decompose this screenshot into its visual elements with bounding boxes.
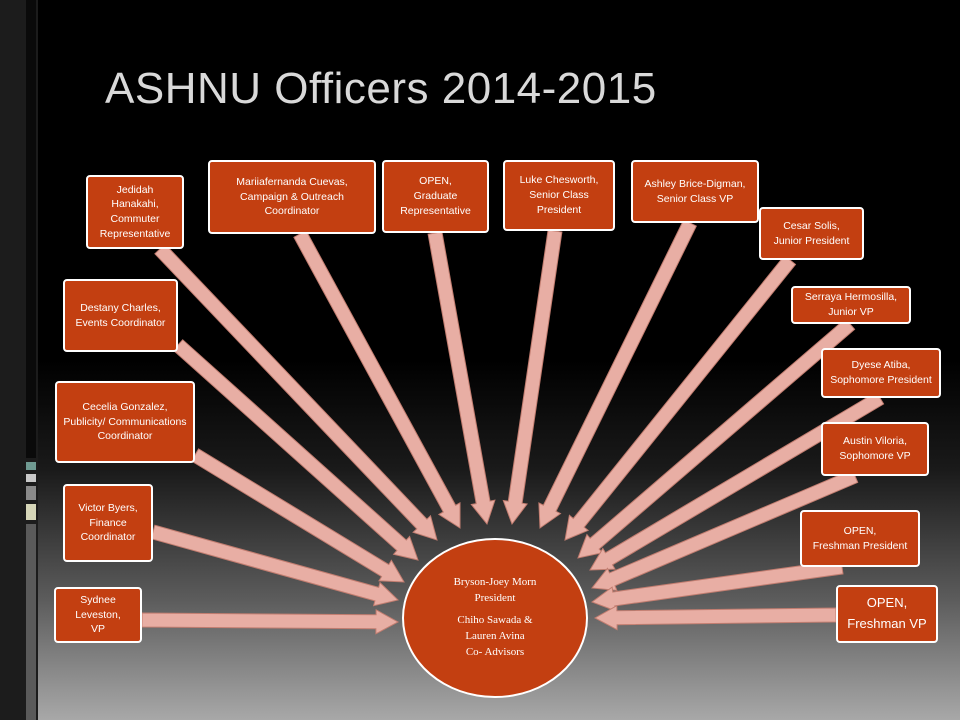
- officer-text: Cesar Solis,: [783, 219, 840, 232]
- strip-bar-lower: [26, 524, 36, 720]
- arrow-connector-0: [141, 608, 400, 635]
- officer-text: Commuter Representative: [99, 213, 171, 240]
- president-role: President: [474, 592, 516, 605]
- advisor-role: Co- Advisors: [465, 645, 525, 658]
- officer-box-austin-viloria: Austin Viloria, Sophomore VP: [821, 422, 929, 476]
- officer-box-ashley-brice-digman: Ashley Brice-Digman, Senior Class VP: [631, 160, 759, 223]
- officer-text: Destany Charles,: [80, 301, 161, 314]
- officer-text: Freshman President: [812, 539, 908, 552]
- arrow-connector-8: [538, 219, 697, 529]
- arrow-connector-9: [564, 254, 797, 541]
- officer-text: Luke Chesworth, Senior Class President: [519, 174, 599, 216]
- strip-bar-light: [26, 474, 36, 482]
- officer-box-luke-chesworth: Luke Chesworth, Senior Class President: [503, 160, 615, 231]
- officer-box-cecelia-gonzalez: Cecelia Gonzalez, Publicity/ Communicati…: [55, 381, 195, 463]
- officer-text: VP: [90, 623, 105, 636]
- officer-text: Jedidah Hanakahi,: [111, 183, 159, 211]
- arrow-connector-3: [172, 339, 419, 561]
- officer-text: Serraya Hermosilla, Junior VP: [804, 291, 898, 318]
- arrow-connector-7: [502, 229, 563, 526]
- arrow-connector-5: [293, 230, 461, 529]
- officer-box-freshman-president: OPEN, Freshman President: [800, 510, 920, 567]
- arrow-connector-12: [591, 468, 859, 591]
- officer-box-mariiafernanda-cuevas: Mariiafernanda Cuevas, Campaign & Outrea…: [208, 160, 376, 234]
- officer-box-dyese-atiba: Dyese Atiba, Sophomore President: [821, 348, 941, 398]
- arrow-connector-6: [427, 231, 496, 526]
- strip-bar-tan: [26, 504, 36, 520]
- officer-text: Junior President: [773, 234, 850, 247]
- officer-text: OPEN,: [866, 595, 908, 611]
- officer-text: OPEN,: [843, 524, 877, 537]
- officer-box-graduate-rep: OPEN, Graduate Representative: [382, 160, 489, 233]
- arrow-connector-2: [190, 448, 405, 583]
- officer-box-victor-byers: Victor Byers, Finance Coordinator: [63, 484, 153, 562]
- page-title: ASHNU Officers 2014-2015: [105, 64, 657, 113]
- president-name: Bryson-Joey Morn: [453, 576, 537, 589]
- officer-text: Campaign & Outreach Coordinator: [240, 190, 344, 218]
- officer-text: Ashley Brice-Digman,: [644, 177, 746, 190]
- officer-text: Dyese Atiba, Sophomore President: [830, 359, 932, 386]
- strip-bar-teal: [26, 462, 36, 470]
- officer-text: Events Coordinator: [75, 316, 166, 329]
- officer-box-destany-charles: Destany Charles, Events Coordinator: [63, 279, 178, 352]
- officer-text: Graduate Representative: [400, 190, 471, 217]
- officer-box-jedidah-hanakahi: Jedidah Hanakahi, Commuter Representativ…: [86, 175, 184, 249]
- arrow-connector-10: [577, 317, 856, 559]
- left-decoration-strip: [0, 0, 38, 720]
- advisor-names: Lauren Avina: [465, 629, 525, 642]
- strip-bar-gray: [26, 486, 36, 500]
- officer-text: Sydnee Leveston,: [75, 593, 121, 621]
- arrow-connector-13: [590, 559, 844, 612]
- arrow-connector-4: [154, 243, 438, 541]
- officer-text: Cecelia Gonzalez, Publicity/ Communicati…: [63, 400, 187, 443]
- strip-bar-dark: [26, 0, 36, 458]
- officer-box-serraya-hermosilla: Serraya Hermosilla, Junior VP: [791, 286, 911, 324]
- officer-text: Senior Class VP: [656, 192, 734, 205]
- officer-text: OPEN,: [419, 175, 452, 188]
- officer-text: Freshman VP: [847, 616, 927, 631]
- officer-text: Victor Byers, Finance Coordinator: [78, 501, 138, 544]
- officer-box-freshman-vp: OPEN, Freshman VP: [836, 585, 938, 643]
- officer-box-cesar-solis: Cesar Solis, Junior President: [759, 207, 864, 260]
- officer-text: Austin Viloria, Sophomore VP: [839, 435, 911, 462]
- advisor-names: Chiho Sawada &: [457, 614, 533, 627]
- president-circle: Bryson-Joey Morn President Chiho Sawada …: [402, 538, 588, 698]
- arrow-connector-1: [150, 524, 400, 607]
- arrow-connector-14: [593, 604, 837, 631]
- officer-text: Mariiafernanda Cuevas,: [236, 175, 348, 188]
- officer-box-sydnee-leveston: Sydnee Leveston, VP: [54, 587, 142, 643]
